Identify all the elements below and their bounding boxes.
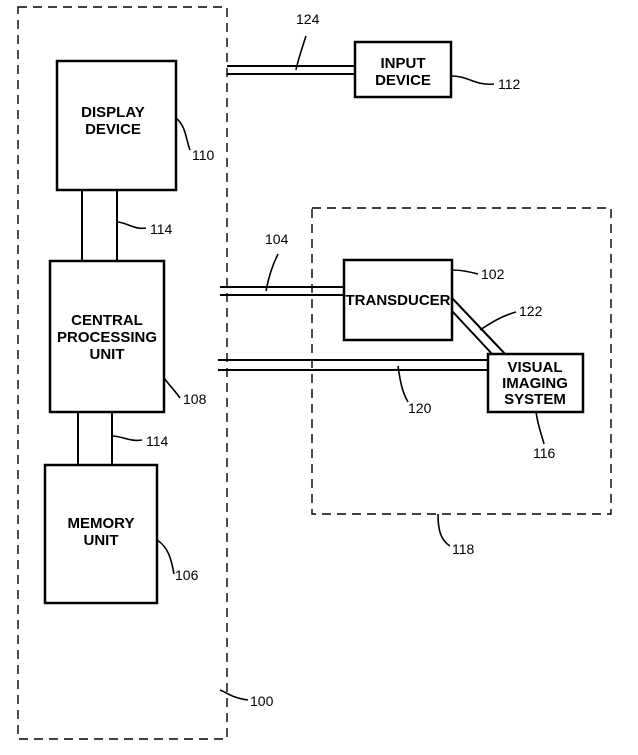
memory-label-line2: UNIT xyxy=(84,532,119,549)
transducer-label: TRANSDUCER xyxy=(346,292,451,309)
imaging-label-line2: IMAGING xyxy=(502,375,568,392)
imaging-system-box: VISUAL IMAGING SYSTEM xyxy=(488,354,583,412)
ref-114-upper: 114 xyxy=(150,221,173,237)
leader-122 xyxy=(480,312,516,330)
leader-106 xyxy=(157,540,174,574)
memory-label-line1: MEMORY xyxy=(68,515,135,532)
memory-unit-box: MEMORY UNIT xyxy=(45,465,157,603)
leader-116 xyxy=(536,412,544,444)
transducer-box: TRANSDUCER xyxy=(344,260,452,340)
input-device-box: INPUT DEVICE xyxy=(355,42,451,97)
leader-118 xyxy=(438,514,450,546)
display-label-line2: DEVICE xyxy=(85,121,141,138)
leader-114-upper xyxy=(117,222,146,228)
ref-104: 104 xyxy=(265,231,289,247)
transducer-link xyxy=(220,287,344,295)
transducer-imaging-link xyxy=(452,298,507,356)
ref-108: 108 xyxy=(183,391,207,407)
cpu-box: CENTRAL PROCESSING UNIT xyxy=(50,261,164,412)
ref-106: 106 xyxy=(175,567,199,583)
leader-100 xyxy=(220,690,248,700)
bus-cpu-memory xyxy=(78,412,112,465)
leader-114-lower xyxy=(112,436,142,440)
ref-102: 102 xyxy=(481,266,505,282)
ref-112: 112 xyxy=(498,76,521,92)
ref-118: 118 xyxy=(452,541,475,557)
display-label-line1: DISPLAY xyxy=(81,104,145,121)
cpu-label-line2: PROCESSING xyxy=(57,329,157,346)
bus-display-cpu xyxy=(82,190,117,262)
leader-112 xyxy=(452,76,494,84)
leader-102 xyxy=(452,270,478,274)
input-link xyxy=(227,66,355,74)
leader-124 xyxy=(296,36,306,70)
ref-110: 110 xyxy=(192,147,215,163)
ref-122: 122 xyxy=(519,303,543,319)
leader-110 xyxy=(176,118,190,150)
cpu-label-line1: CENTRAL xyxy=(71,312,143,329)
leader-120 xyxy=(398,366,408,402)
input-label-line2: DEVICE xyxy=(375,72,431,89)
leader-104 xyxy=(266,254,278,291)
cpu-label-line3: UNIT xyxy=(90,346,125,363)
leader-108 xyxy=(164,378,180,398)
ref-124: 124 xyxy=(296,11,320,27)
display-device-box: DISPLAY DEVICE xyxy=(57,61,176,190)
imaging-label-line1: VISUAL xyxy=(507,359,562,376)
ref-120: 120 xyxy=(408,400,432,416)
imaging-link xyxy=(218,360,488,370)
ref-114-lower: 114 xyxy=(146,433,169,449)
imaging-label-line3: SYSTEM xyxy=(504,391,566,408)
ref-100: 100 xyxy=(250,693,274,709)
input-label-line1: INPUT xyxy=(381,55,426,72)
ref-116: 116 xyxy=(533,445,556,461)
